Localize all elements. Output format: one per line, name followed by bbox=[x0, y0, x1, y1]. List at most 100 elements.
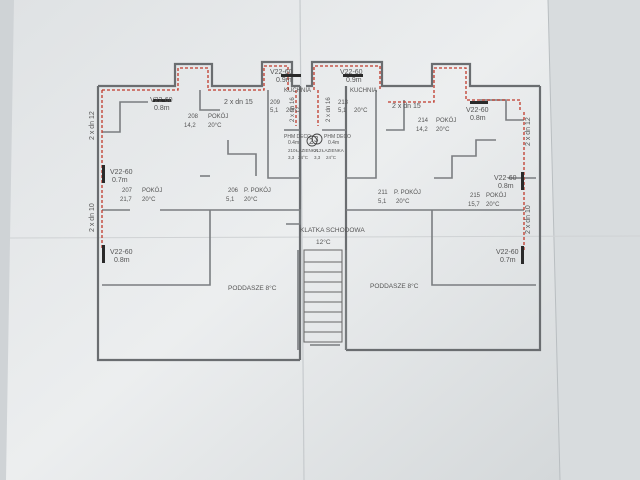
rad-left-low-len: 0.8m bbox=[114, 257, 130, 264]
room-215-name: POKÓJ bbox=[486, 192, 506, 199]
room-213: 213 KUCHNIA 5,1 20°C bbox=[338, 88, 377, 114]
room-208-temp: 20°C bbox=[208, 123, 222, 129]
paper-sheet-right bbox=[548, 0, 640, 480]
room-206-temp: 20°C bbox=[244, 197, 258, 203]
rad-right-low-len: 0.7m bbox=[500, 257, 516, 264]
room-215-temp: 20°C bbox=[486, 202, 500, 208]
room-215-area: 15,7 bbox=[468, 202, 480, 208]
stairwell-title: KLATKA SCHODOWA bbox=[300, 227, 365, 234]
room-212: 212 ŁAZIENKA 3,3 24°C bbox=[314, 148, 344, 160]
paper-fold-horizontal bbox=[9, 235, 640, 239]
pipe-right-upper: 2 x dn 12 bbox=[525, 117, 532, 146]
rad-left-low-type: V22-60 bbox=[110, 249, 133, 256]
attic-right-label: PODDASZE 8°C bbox=[370, 282, 419, 290]
room-215: 215 POKÓJ 15,7 20°C bbox=[468, 192, 506, 208]
room-210-area: 3,3 bbox=[288, 155, 295, 160]
room-209-temp: 20°C bbox=[286, 108, 300, 114]
rad-209-len: 0.9m bbox=[276, 77, 292, 84]
section-markers: 2 3 bbox=[306, 133, 323, 147]
pipe-top-right: 2 x dn 15 bbox=[392, 103, 421, 110]
room-212-temp: 24°C bbox=[326, 155, 337, 160]
room-209-area: 5,1 bbox=[270, 108, 279, 114]
room-208-area: 14,2 bbox=[184, 123, 196, 129]
room-213-area: 5,1 bbox=[338, 108, 347, 114]
area-labels: KLATKA SCHODOWA 12°C PODDASZE 8°C PODDAS… bbox=[228, 227, 419, 292]
room-labels: 208 POKÓJ 14,2 20°C 209 KUCHNIA 5,1 20°C… bbox=[120, 88, 506, 208]
rad-bath-l-len: 0.4m bbox=[288, 140, 299, 146]
marker-3-circle bbox=[311, 133, 323, 145]
room-212-area: 3,3 bbox=[314, 155, 321, 160]
room-207-num: 207 bbox=[122, 188, 133, 194]
rad-208-type: V22-60 bbox=[150, 97, 173, 104]
room-213-temp: 20°C bbox=[354, 108, 368, 114]
rad-214-len: 0.8m bbox=[470, 115, 486, 122]
marker-3-text: 3 bbox=[314, 135, 319, 144]
room-209: 209 KUCHNIA 5,1 20°C bbox=[270, 88, 311, 114]
room-210-name: ŁAZIENKA bbox=[296, 148, 318, 153]
stairs bbox=[303, 249, 343, 343]
room-212-name: ŁAZIENKA bbox=[322, 148, 344, 153]
room-206: 206 P. POKÓJ 5,1 20°C bbox=[226, 187, 271, 203]
room-208: 208 POKÓJ 14,2 20°C bbox=[184, 113, 228, 129]
paper-edge bbox=[547, 0, 561, 480]
attic-left-label: PODDASZE 8°C bbox=[228, 284, 277, 292]
room-214-temp: 20°C bbox=[436, 127, 450, 133]
room-212-num: 212 bbox=[314, 148, 322, 153]
room-207: 207 POKÓJ 21,7 20°C bbox=[120, 187, 162, 203]
pipe-right-lower: 2 x dn 10 bbox=[525, 205, 532, 234]
room-209-num: 209 bbox=[270, 100, 281, 106]
room-210-temp: 24°C bbox=[298, 155, 309, 160]
stairwell-temp: 12°C bbox=[316, 238, 331, 246]
room-213-name: KUCHNIA bbox=[350, 88, 377, 94]
radiator-labels: V22-60 0.8m V22-60 0.9m V22-60 0.9m V22-… bbox=[110, 69, 519, 264]
room-207-name: POKÓJ bbox=[142, 187, 162, 194]
room-207-temp: 20°C bbox=[142, 197, 156, 203]
pipe-left-lower: 2 x dn 10 bbox=[89, 203, 96, 232]
room-206-num: 206 bbox=[228, 188, 239, 194]
room-211: 211 P. POKÓJ 5,1 20°C bbox=[378, 189, 421, 205]
rad-209-type: V22-60 bbox=[270, 69, 293, 76]
rad-215-type: V22-60 bbox=[494, 175, 517, 182]
room-214-name: POKÓJ bbox=[436, 117, 456, 124]
room-206-area: 5,1 bbox=[226, 197, 235, 203]
pipe-left-upper: 2 x dn 12 bbox=[89, 111, 96, 140]
room-210-num: 210 bbox=[288, 148, 296, 153]
rad-213-len: 0.9m bbox=[346, 77, 362, 84]
paper-fold-vertical bbox=[299, 0, 305, 480]
room-209-name: KUCHNIA bbox=[284, 88, 311, 94]
rad-207-len: 0.7m bbox=[112, 177, 128, 184]
room-214: 214 POKÓJ 14,2 20°C bbox=[416, 117, 456, 133]
rad-bath-l-type: PHM DECO bbox=[284, 134, 311, 140]
room-208-name: POKÓJ bbox=[208, 113, 228, 120]
radiator-marks bbox=[102, 74, 524, 264]
room-215-num: 215 bbox=[470, 193, 481, 199]
pipes bbox=[101, 65, 525, 250]
room-214-num: 214 bbox=[418, 118, 429, 124]
rad-bath-r-type: PHM DECO bbox=[324, 134, 351, 140]
pipe-center-left: 2 x dn 16 bbox=[290, 97, 296, 122]
room-208-num: 208 bbox=[188, 114, 199, 120]
room-213-num: 213 bbox=[338, 100, 349, 106]
marker-2-text: 2 bbox=[309, 137, 314, 146]
room-211-area: 5,1 bbox=[378, 199, 387, 205]
pipe-top-left: 2 x dn 15 bbox=[224, 99, 253, 106]
room-211-temp: 20°C bbox=[396, 199, 410, 205]
pipe-labels: 2 x dn 15 2 x dn 15 2 x dn 12 2 x dn 10 … bbox=[89, 97, 532, 234]
inner-walls bbox=[102, 90, 536, 350]
rad-right-low-type: V22-60 bbox=[496, 249, 519, 256]
rad-214-type: V22-60 bbox=[466, 107, 489, 114]
room-211-name: P. POKÓJ bbox=[394, 189, 421, 196]
rad-215-len: 0.8m bbox=[498, 183, 514, 190]
room-211-num: 211 bbox=[378, 190, 388, 196]
rad-208-len: 0.8m bbox=[154, 105, 170, 112]
room-210: 210 ŁAZIENKA 3,3 24°C bbox=[288, 148, 318, 160]
room-206-name: P. POKÓJ bbox=[244, 187, 271, 194]
pipe-center-right: 2 x dn 16 bbox=[326, 97, 332, 122]
rad-213-type: V22-60 bbox=[340, 69, 363, 76]
rad-207-type: V22-60 bbox=[110, 169, 133, 176]
rad-bath-r-len: 0.4m bbox=[328, 140, 339, 146]
marker-2-circle bbox=[306, 135, 318, 147]
room-207-area: 21,7 bbox=[120, 197, 132, 203]
